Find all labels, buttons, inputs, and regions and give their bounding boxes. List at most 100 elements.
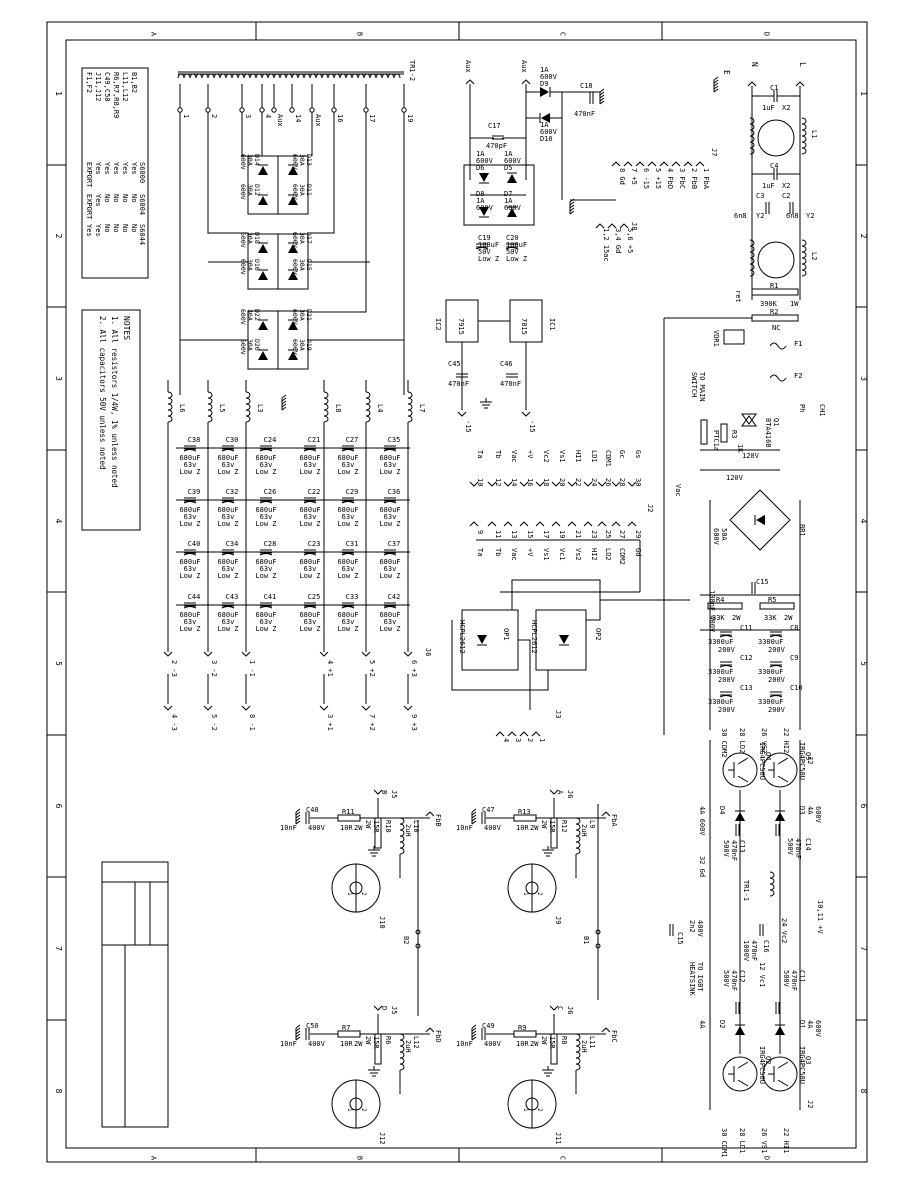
choke-winding [749, 239, 755, 277]
row-label-left: 4 [54, 519, 63, 524]
diode-label: 600V [540, 73, 558, 81]
connector-pin [373, 1005, 383, 1011]
cap-value: Low Z [379, 468, 400, 476]
cap-value: Low Z [179, 625, 200, 633]
cap-ref: C32 [226, 488, 239, 496]
j2-signal: Tb [494, 450, 502, 458]
connector-pin [551, 521, 561, 527]
connector-pin [531, 731, 541, 737]
tap-label: 2 [210, 114, 218, 118]
connector-pin [319, 705, 329, 711]
connector-pin [549, 789, 559, 795]
connector-label: Ph [798, 404, 806, 412]
rectifier-diode [288, 196, 298, 205]
diode-label: 30A [298, 154, 306, 166]
ground-icon [471, 1027, 477, 1032]
cap-value: 470nF [730, 970, 738, 991]
inductor-ref: L12 [412, 1036, 420, 1049]
filter-capacitor [259, 606, 273, 609]
cap-value: 10nF [456, 1040, 473, 1048]
ptc-label: PTC1a [712, 430, 720, 451]
tap-label: 4 [264, 114, 272, 118]
connector-ref: J2 [646, 504, 654, 512]
ground-icon [599, 94, 605, 99]
igbt-part: IRG4PC50U [758, 742, 766, 780]
cap-ref: C15 [756, 578, 769, 586]
vac-label: 120V [726, 474, 744, 482]
notes-title: NOTES [122, 316, 131, 340]
switch-label: B2 [402, 936, 410, 944]
connector-pin [519, 521, 529, 527]
connector-ref: J6 [424, 648, 432, 656]
variant-cell: No [112, 224, 120, 232]
cap-value: 200V [718, 646, 736, 654]
connector-label: 3 FbC [678, 168, 686, 189]
ground-icon [599, 97, 605, 102]
diode-label: 30A [298, 232, 306, 244]
cap-value: 63v [384, 565, 397, 573]
cap-ref: C10 [790, 684, 803, 692]
variant-header: S6004 [138, 194, 146, 215]
cap-value: 3300uF [758, 698, 783, 706]
res-ref: R5 [768, 596, 776, 604]
cap-value: 100uF [506, 241, 527, 249]
cap-value: Low Z [179, 572, 200, 580]
cap-value: Low Z [217, 520, 238, 528]
fuse-label: F1 [794, 340, 802, 348]
diode-label: 30A [298, 339, 306, 351]
notes-box [81, 309, 141, 531]
connector-label: 3 -2 [210, 660, 218, 677]
j2-signal: CDM2 [618, 548, 626, 565]
igbt-ref: Q5 [804, 752, 812, 760]
igbt-pin-label: 24 Vc2 [780, 918, 788, 943]
row-label-right: 5 [859, 661, 868, 666]
cap-value: 400V [696, 920, 704, 938]
cap-ref: C16 [762, 940, 770, 953]
diode-label: 600V [291, 339, 299, 355]
res-value: 33K [712, 614, 725, 622]
variant-cell: Yes [85, 224, 93, 237]
variant-cell: No [130, 224, 138, 232]
res-value: 2W [540, 820, 548, 829]
connector-pin [425, 811, 435, 817]
tap-wire [207, 112, 248, 234]
igbt-q2 [722, 1056, 758, 1092]
cap-ref: C40 [188, 540, 201, 548]
cap-value: Low Z [299, 625, 320, 633]
cap-value: 680uF [299, 454, 320, 462]
diode-label: D11 [305, 184, 313, 196]
ground-icon [295, 1033, 301, 1038]
variant-cell: C49,C50 [103, 72, 111, 102]
connector-label: 7 +2 [368, 714, 376, 731]
j2-pin-number: 21 [574, 530, 582, 538]
res-value: 33K [764, 614, 777, 622]
diode-ref: D3 [798, 806, 806, 814]
cap-value: 3300uF [708, 638, 733, 646]
variant-cell: EXPORT [85, 194, 93, 220]
resistor-r3 [720, 423, 728, 443]
variant-cell: Yes [112, 162, 120, 175]
connector-label: 6 -15 [642, 168, 650, 189]
rail-label: -15 [464, 420, 472, 433]
j2-pin-number: 12 [494, 478, 502, 486]
cap-ref: C22 [308, 488, 321, 496]
j2-signal: LD2 [604, 548, 612, 561]
diode-label: D19 [305, 339, 313, 351]
cap-value: Y2 [756, 212, 764, 220]
triac-q1 [741, 415, 757, 427]
cap-ref: C36 [388, 488, 401, 496]
connector-label: C [556, 1006, 564, 1010]
igbt-pin-label: 26 VS2 [760, 728, 768, 753]
inductor-ref: L10 [412, 820, 420, 833]
row-label-left: 3 [54, 376, 63, 381]
cap-ref: C15 [676, 932, 684, 945]
ground-icon [569, 201, 575, 206]
bridge-rating: 50A [720, 528, 728, 541]
cap-value: 680uF [299, 558, 320, 566]
cap-ref: C1 [770, 84, 778, 92]
feedback-label: FbD [434, 1030, 442, 1043]
filter-capacitor [341, 501, 355, 504]
filter-capacitor [341, 606, 355, 609]
diode-rating: 600V [814, 806, 822, 824]
connector-label: 8 -1 [248, 714, 256, 731]
